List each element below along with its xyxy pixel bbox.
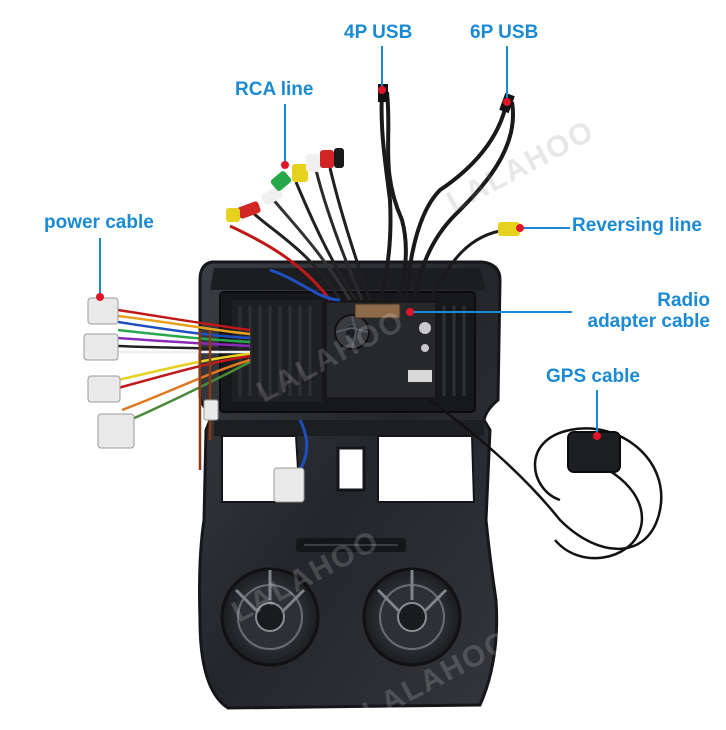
- power-connectors: [83, 297, 219, 449]
- leader-lines: [99, 46, 598, 434]
- rca-cables: [229, 167, 372, 302]
- power-harness: [117, 308, 251, 470]
- center-connector: [273, 419, 309, 503]
- air-vent-left: [220, 567, 320, 667]
- label-power-cable: power cable: [44, 212, 154, 233]
- label-reversing-line: Reversing line: [572, 215, 702, 236]
- frame-cutouts: [214, 420, 484, 552]
- label-radio-adapter-line1: Radio: [657, 290, 710, 311]
- label-radio-adapter-line2: adapter cable: [587, 311, 711, 332]
- usb-cables: [378, 89, 516, 301]
- leader-dots: [96, 86, 601, 440]
- rca-plugs: [226, 148, 344, 222]
- reversing-plug: [498, 222, 520, 236]
- label-rca-line: RCA line: [235, 79, 314, 100]
- label-gps-cable: GPS cable: [546, 366, 640, 387]
- gps-antenna: [567, 431, 621, 473]
- reversing-cable: [428, 228, 506, 301]
- gps-cable: [429, 399, 663, 560]
- air-vent-right: [362, 567, 462, 667]
- label-6p-usb: 6P USB: [470, 22, 539, 43]
- label-4p-usb: 4P USB: [344, 22, 413, 43]
